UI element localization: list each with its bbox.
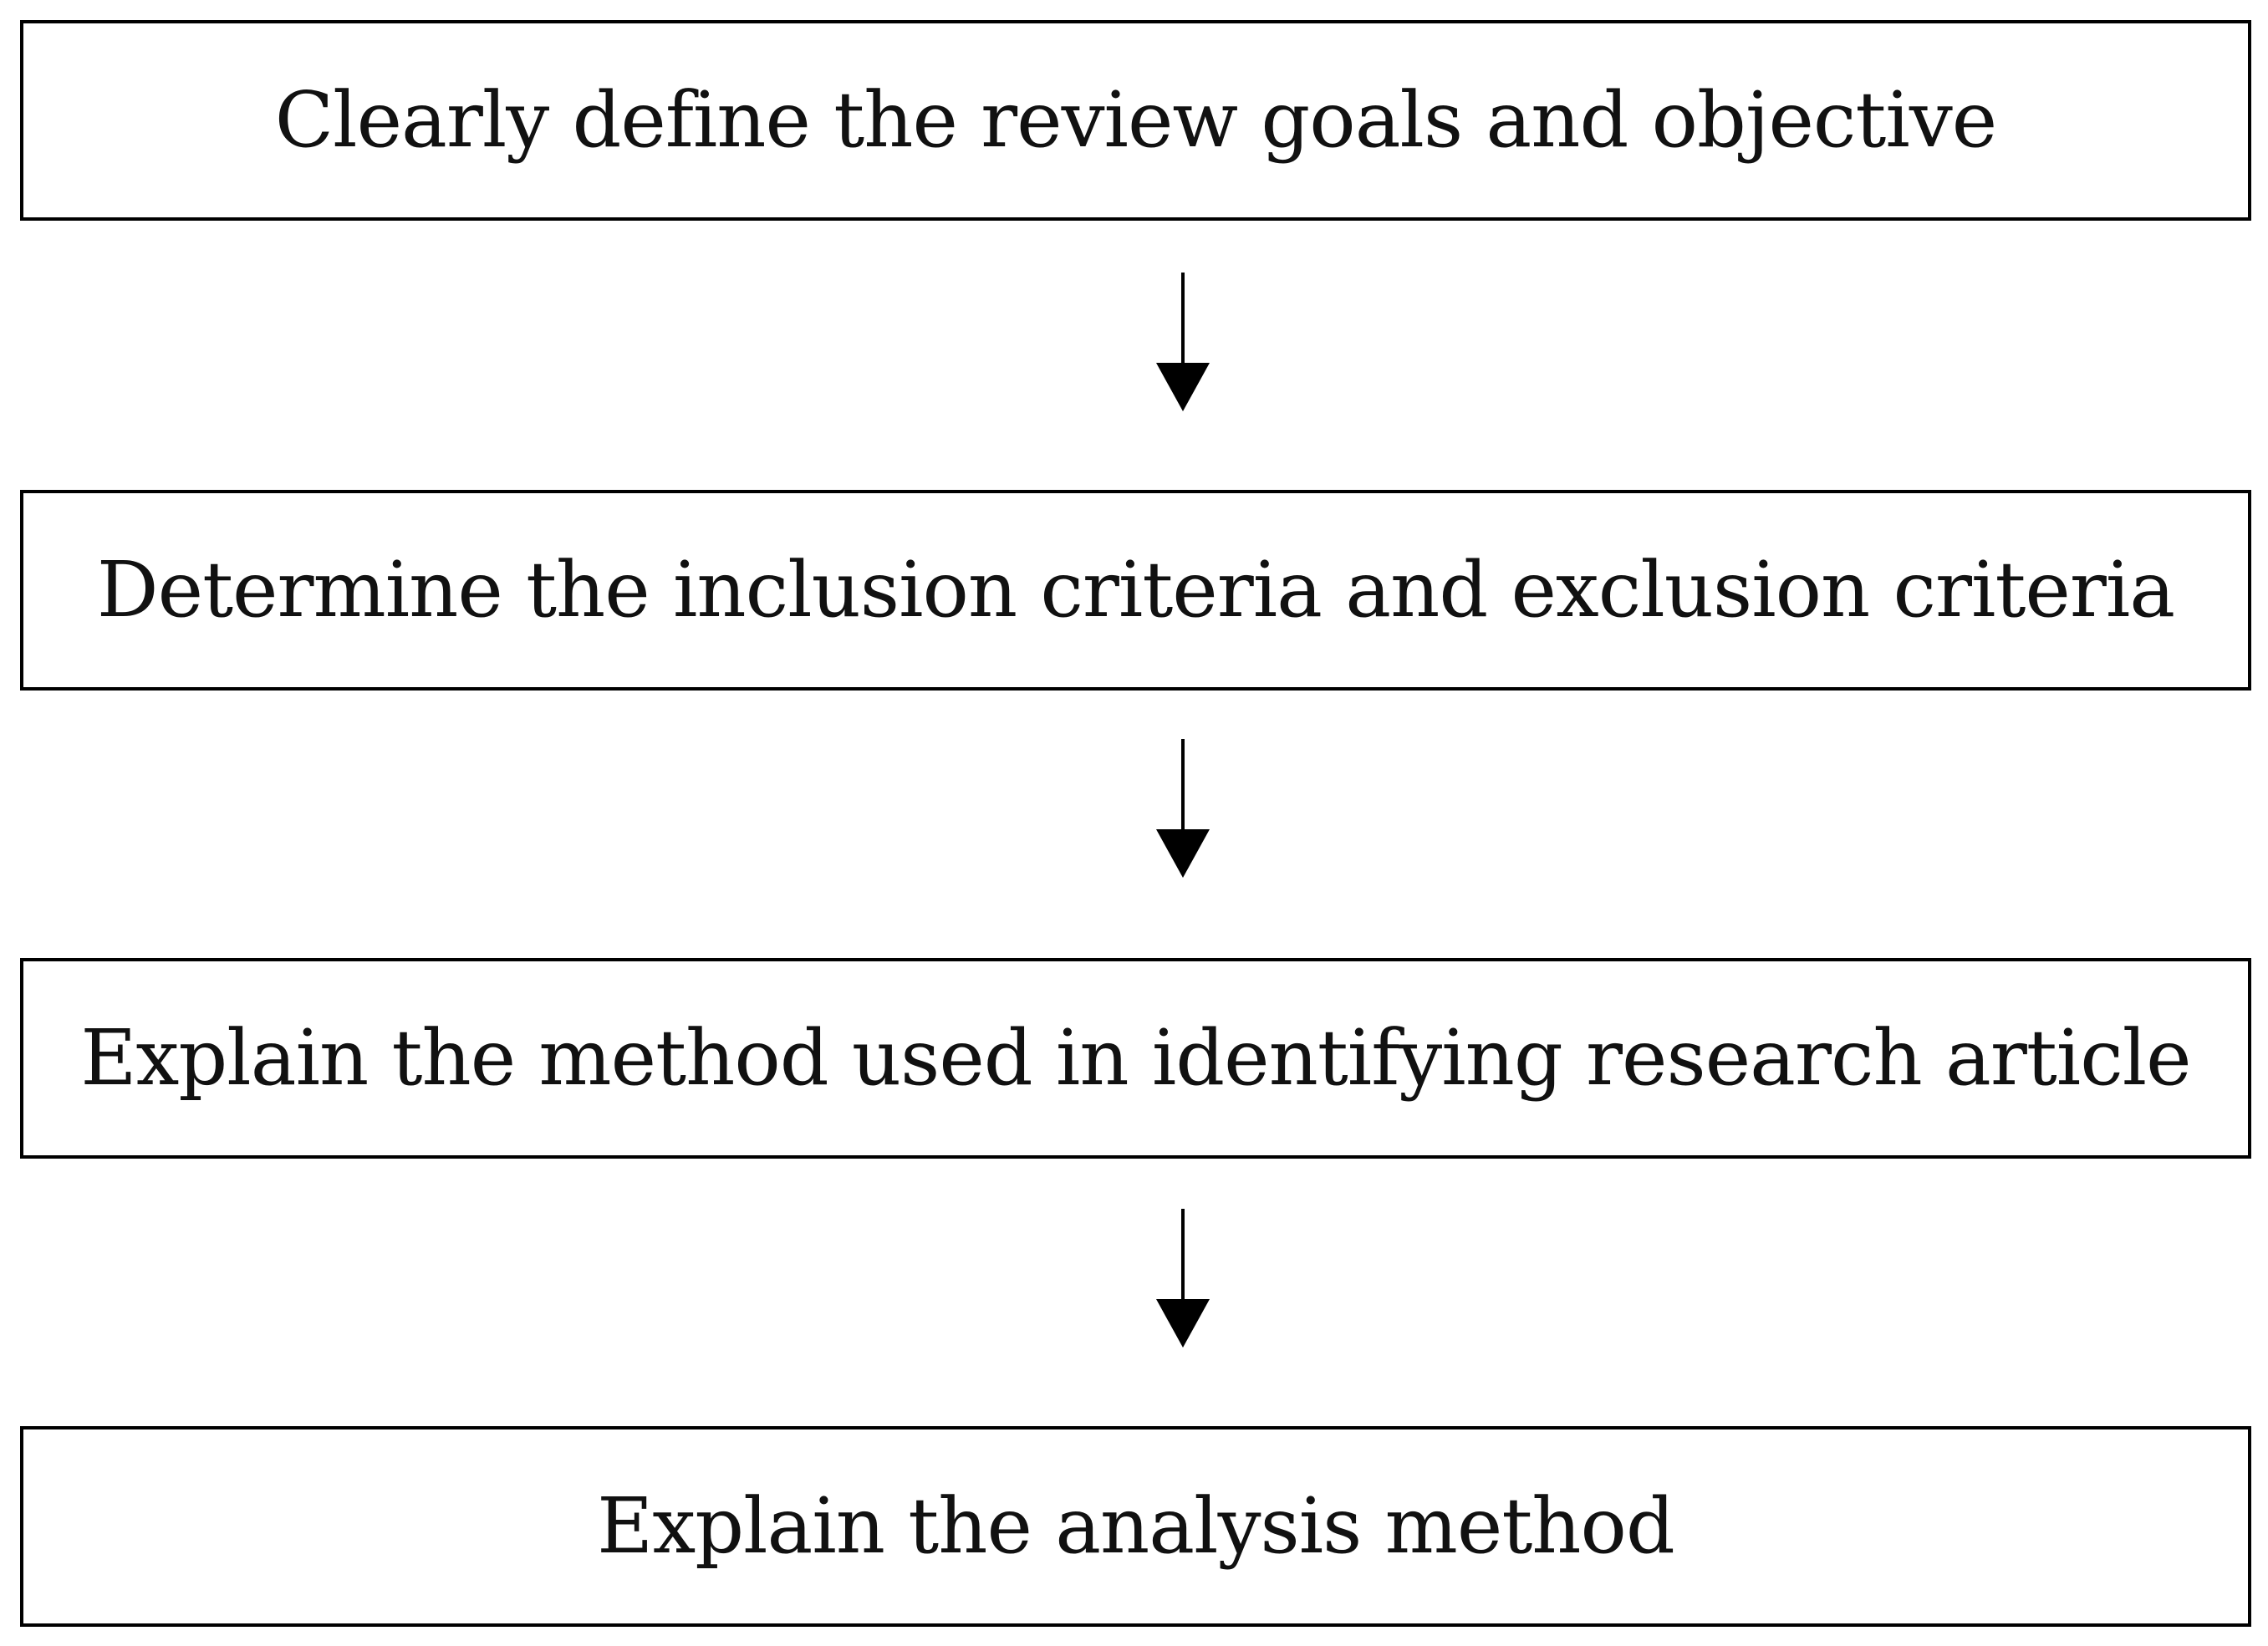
arrow-down-icon	[1156, 739, 1210, 878]
step-label-inclusion-exclusion-criteria: Determine the inclusion criteria and exc…	[96, 545, 2175, 634]
step-box-analysis-method: Explain the analysis method	[20, 1426, 2251, 1627]
step-label-analysis-method: Explain the analysis method	[597, 1481, 1675, 1571]
arrow-down-icon	[1156, 273, 1210, 411]
arrow-down-icon	[1156, 1209, 1210, 1348]
step-box-identification-method: Explain the method used in identifying r…	[20, 958, 2251, 1159]
step-box-inclusion-exclusion-criteria: Determine the inclusion criteria and exc…	[20, 490, 2251, 691]
step-box-define-goals: Clearly define the review goals and obje…	[20, 20, 2251, 221]
step-label-identification-method: Explain the method used in identifying r…	[80, 1013, 2191, 1103]
step-label-define-goals: Clearly define the review goals and obje…	[274, 75, 1997, 165]
